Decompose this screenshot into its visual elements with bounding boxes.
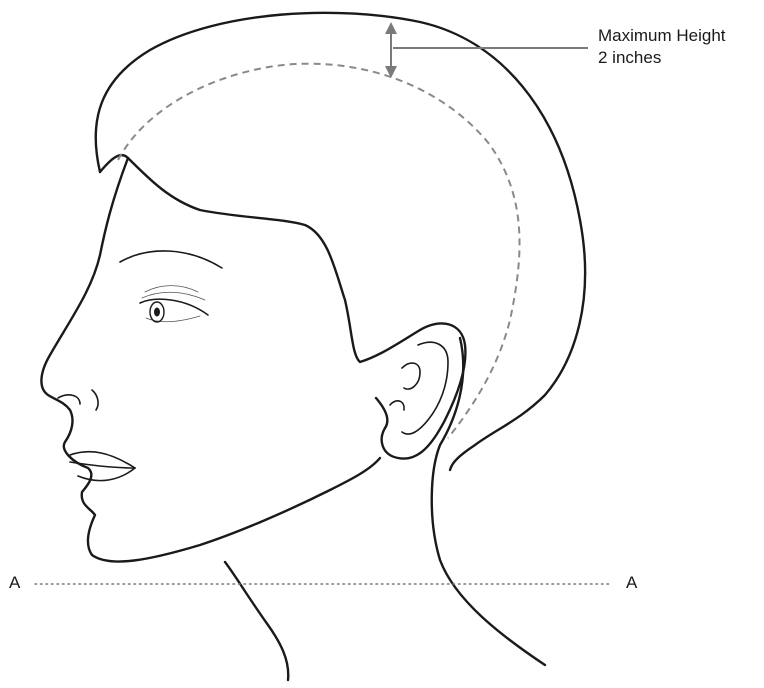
eyebrow [120, 251, 222, 268]
reference-label-left: A [9, 572, 20, 594]
nose-wing [92, 390, 98, 410]
neck-back [432, 338, 545, 665]
reference-label-right: A [626, 572, 637, 594]
hairline [100, 155, 420, 362]
ear-inner [402, 342, 448, 434]
annotation-label-line1: Maximum Height [598, 25, 726, 47]
eyelid-line-2 [142, 292, 205, 300]
hair-outline [96, 13, 585, 470]
ear-helix [402, 363, 420, 389]
ear-lobe-detail [390, 401, 404, 410]
face-profile [41, 158, 380, 562]
neck-front [225, 562, 288, 680]
annotation-label-line2: 2 inches [598, 47, 661, 69]
pupil [154, 308, 160, 317]
measurement-arrow [385, 22, 397, 78]
lower-lip [78, 468, 135, 481]
eyelid-line-1 [145, 286, 198, 292]
maximum-height-line [118, 64, 520, 438]
